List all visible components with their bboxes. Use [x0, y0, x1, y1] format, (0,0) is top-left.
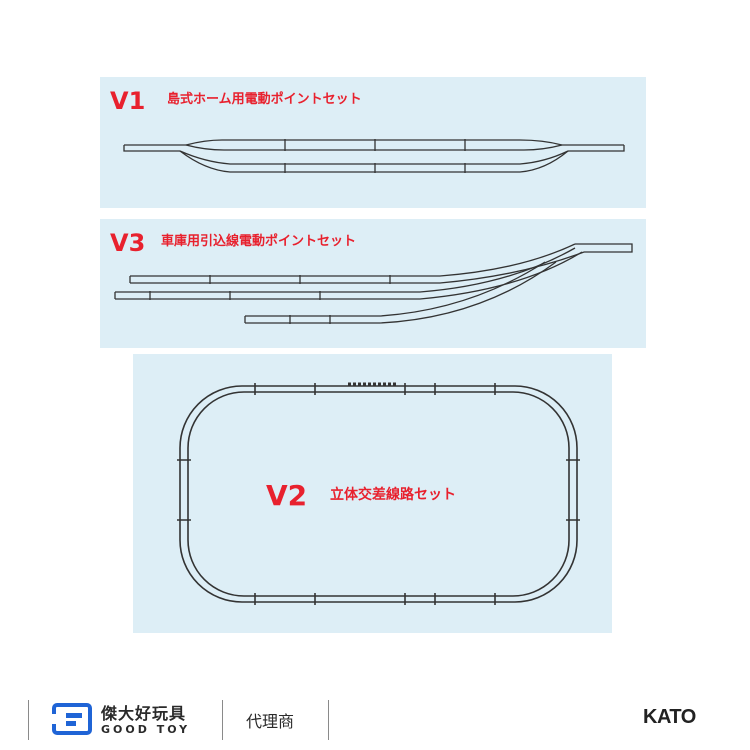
agent-label: 代理商 [246, 712, 295, 731]
set-name-v1: 島式ホーム用電動ポイントセット [167, 92, 362, 107]
track-v1 [123, 139, 625, 173]
set-name-v3: 車庫用引込線電動ポイントセット [161, 234, 357, 249]
set-panel-v1 [100, 77, 646, 208]
footer-divider-right [328, 700, 329, 740]
set-code-v3: V3 [110, 229, 146, 257]
good-toy-logo-icon [52, 703, 92, 735]
track-v3 [114, 243, 633, 324]
kato-logo: KATO [643, 706, 696, 728]
brand-name-chinese: 傑大好玩具 [101, 704, 187, 723]
track-layout-drawings [114, 139, 633, 605]
set-code-v2: V2 [266, 479, 308, 512]
footer-divider-left [28, 700, 29, 740]
footer-divider-mid [222, 700, 223, 740]
brand-name-english: GOOD TOY [101, 723, 191, 736]
set-code-v1: V1 [110, 87, 146, 115]
set-name-v2: 立体交差線路セット [330, 487, 456, 503]
track-v2 [177, 382, 580, 605]
